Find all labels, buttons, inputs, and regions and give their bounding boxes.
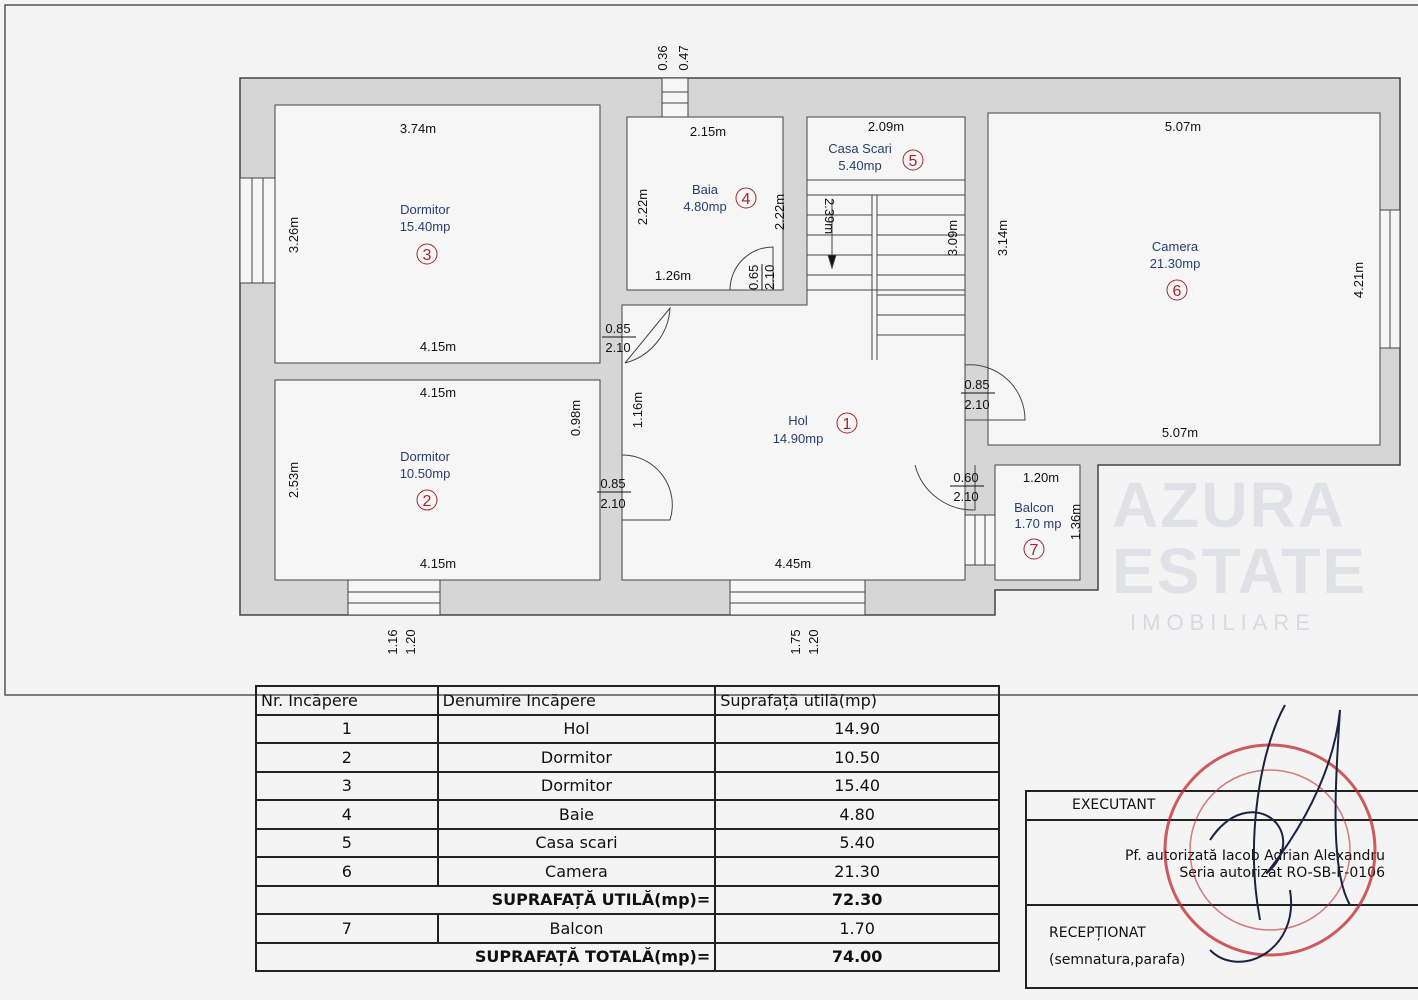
room-balcon [994,464,1081,581]
room-area: 1.70 mp [1015,516,1062,531]
window-bm-height: 1.20 [806,629,821,654]
room-number: 5 [909,153,918,170]
door-label-camera: 0.85 2.10 [961,377,995,412]
watermark-sub: IMOBILIARE [1130,610,1316,635]
room-area: 4.80mp [683,199,726,214]
stamp-and-signature [1163,704,1377,963]
room-name: Dormitor [400,202,451,217]
dim: 1.36m [1068,504,1083,540]
room-name: Casa Scari [828,141,892,156]
dim: 3.74m [400,121,436,136]
room-number: 7 [1030,542,1039,559]
room-number: 3 [423,247,432,264]
door-label-dormitor-2: 0.85 2.10 [597,476,631,511]
signature-label: (semnatura,parafa) [1049,952,1186,968]
room-number: 4 [742,191,751,208]
room-dormitor-3 [274,104,601,364]
svg-text:2.10: 2.10 [953,489,978,504]
room-dormitor-2 [274,379,601,581]
svg-text:0.85: 0.85 [600,476,625,491]
dim: 0.98m [568,400,583,436]
received-section: RECEPȚIONAT (semnatura,parafa) [1027,906,1418,974]
dim: 4.15m [420,556,456,571]
signature [1209,704,1351,963]
watermark: AZURA ESTATE [1112,469,1367,607]
dim: 3.09m [945,220,960,256]
windows [239,77,1401,616]
window-bl-width: 1.16 [385,629,400,654]
dim: 1.26m [655,268,691,283]
dim: 2.09m [868,119,904,134]
window-top-width: 0.36 [655,45,670,70]
room-number: 2 [423,493,432,510]
room-camera [987,112,1381,446]
svg-text:0.65: 0.65 [746,265,761,290]
door-swings [621,246,1026,521]
door-label-balcon: 0.60 2.10 [950,470,984,504]
svg-text:2.10: 2.10 [605,340,630,355]
door-label-dormitor-3: 0.85 2.10 [602,321,636,355]
dim: 2.22m [635,189,650,225]
room-name: Camera [1152,239,1199,254]
dim: 2.22m [772,194,787,230]
room-name: Baia [692,182,719,197]
dim: 1.16m [630,392,645,428]
room-name: Dormitor [400,449,451,464]
svg-text:0.85: 0.85 [964,377,989,392]
stairs [807,179,965,360]
svg-text:0.60: 0.60 [953,470,978,485]
dim: 4.15m [420,385,456,400]
dim: 4.15m [420,339,456,354]
stamp-inner-ring [1189,769,1351,931]
subtotal-row: SUPRAFAȚĂ UTILĂ(mp)=72.30 [254,884,1000,915]
room-number: 6 [1173,283,1182,300]
executant-title: EXECUTANT [1027,792,1418,821]
room-area: 15.40mp [400,219,451,234]
room-number: 1 [843,416,852,433]
col-nr: Nr. Incăpere [255,685,439,716]
dim: 5.07m [1162,425,1198,440]
room-area: 5.40mp [838,158,881,173]
dim: 3.26m [286,217,301,253]
room-name: Hol [788,413,808,428]
col-name: Denumire Incăpere [436,685,717,716]
svg-text:2.10: 2.10 [600,496,625,511]
dim: 1.20m [1023,470,1059,485]
col-area: Suprafață utilă(mp) [714,685,1000,716]
rooms-table: Nr. Incăpere Denumire Incăpere Suprafață… [254,685,1000,972]
received-label: RECEPȚIONAT [1049,925,1146,941]
stamp-outer-ring [1163,743,1377,957]
room-area: 21.30mp [1150,256,1201,271]
dim: 4.45m [775,556,811,571]
dim: 4.21m [1351,262,1366,298]
window-bl-height: 1.20 [403,629,418,654]
dim: 2.39m [822,198,837,234]
dim: 2.15m [690,124,726,139]
svg-text:0.85: 0.85 [605,321,630,336]
room-area: 14.90mp [773,431,824,446]
table-header: Nr. Incăpere Denumire Incăpere Suprafață… [255,685,1000,716]
room-hol [621,289,966,581]
dim: 5.07m [1165,119,1201,134]
window-top-height: 0.47 [676,45,691,70]
room-area: 10.50mp [400,466,451,481]
svg-text:2.10: 2.10 [964,397,989,412]
total-row: SUPRAFAȚĂ TOTALĂ(mp)=74.00 [254,941,1000,972]
dim: 2.53m [286,462,301,498]
room-baia [626,116,784,291]
executant-series: Seria autorizat RO-SB-F-0106 [1179,865,1385,881]
room-name: Balcon [1014,500,1054,515]
dim: 3.14m [995,220,1010,256]
window-bm-width: 1.75 [788,629,803,654]
svg-text:2.10: 2.10 [762,265,777,290]
